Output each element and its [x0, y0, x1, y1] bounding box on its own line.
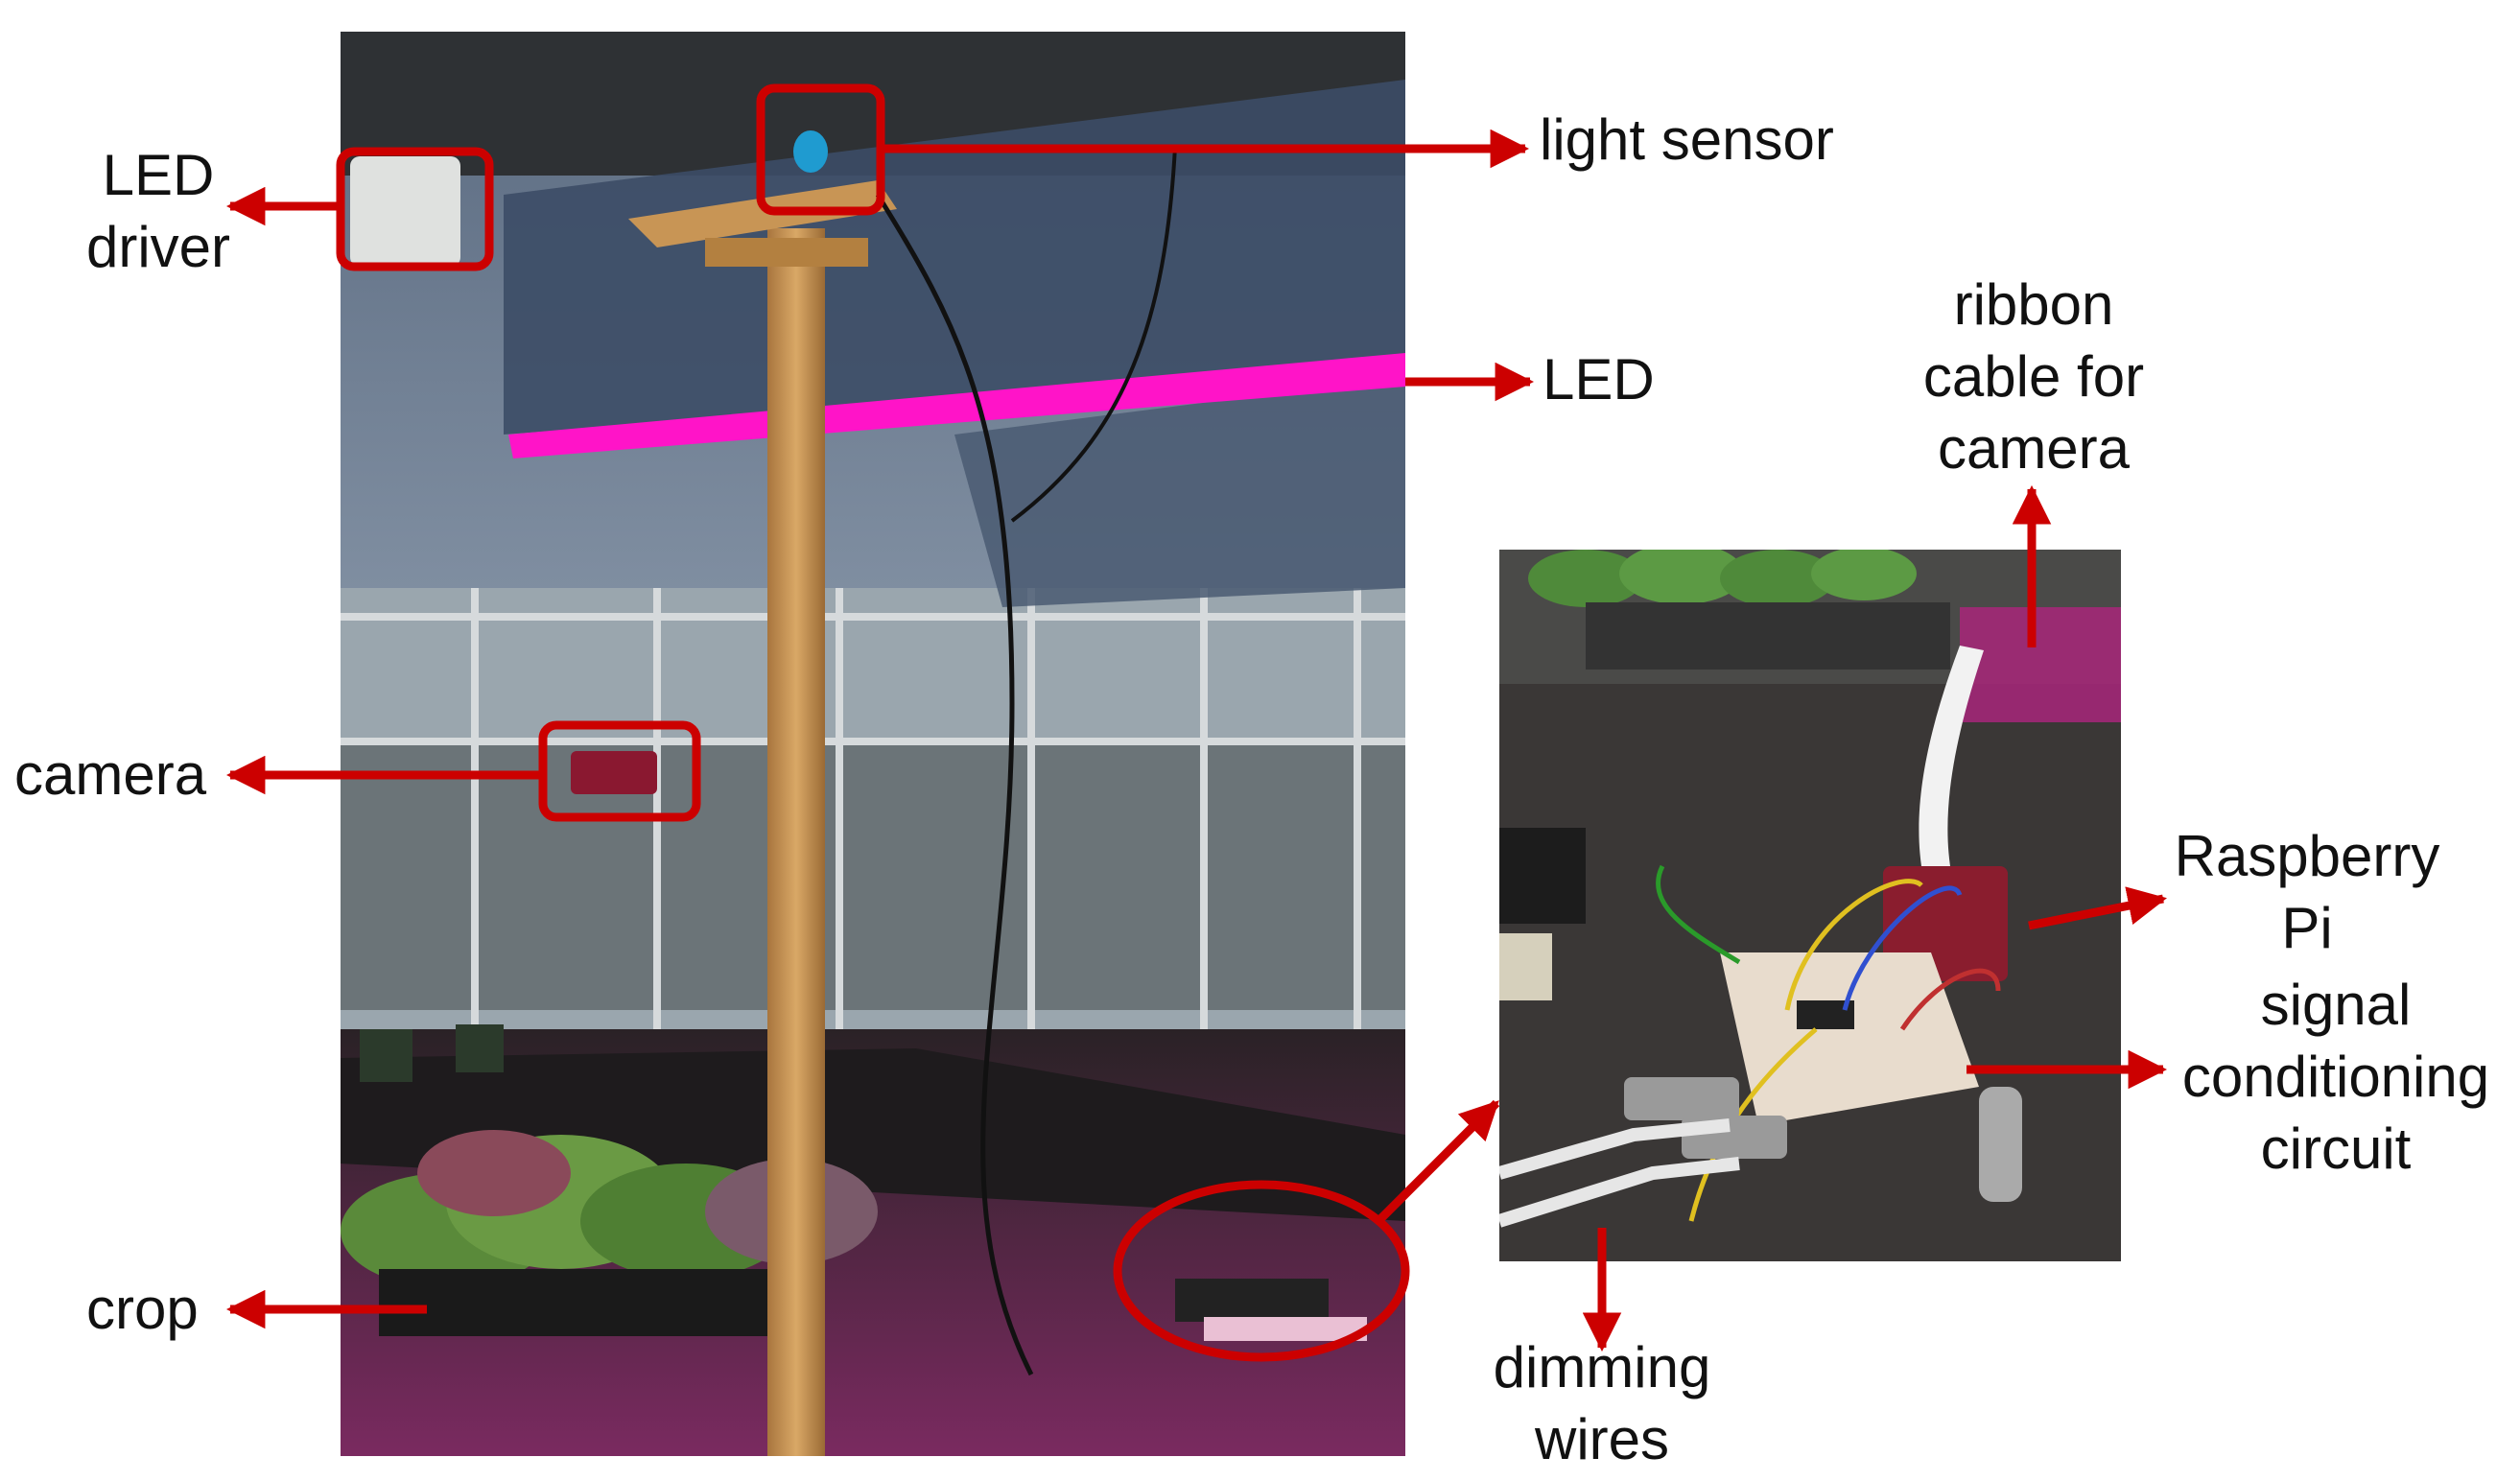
crop-plants — [341, 1130, 878, 1336]
shade-cloth — [504, 80, 1405, 435]
ribbon-cable-label-line2: cable for — [1922, 344, 2145, 409]
raspberry-pi-label: Raspberry Pi — [2163, 820, 2451, 964]
led-driver-label: LED driver — [86, 139, 230, 283]
dimming-wires-label-line2: wires — [1534, 1407, 1669, 1471]
light-sensor-label-text: light sensor — [1540, 107, 1834, 172]
camera-device — [571, 751, 657, 794]
led-strip — [508, 353, 1405, 458]
signal-conditioning-label-line3: circuit — [2260, 1117, 2412, 1181]
raspberry-pi-label-line1: Raspberry — [2174, 824, 2440, 888]
ribbon-cable-label-line3: camera — [1937, 416, 2131, 481]
greenhouse-frame — [341, 588, 1405, 1048]
led-label: LED — [1543, 343, 1677, 415]
ribbon-cable-label: ribbon cable for camera — [1904, 269, 2163, 484]
crop-label: crop — [86, 1273, 230, 1345]
wooden-post — [767, 228, 825, 1456]
camera-label: camera — [14, 739, 230, 811]
dimming-wires-label-line1: dimming — [1493, 1335, 1711, 1399]
ribbon-cable — [1919, 646, 1984, 866]
camera-label-text: camera — [14, 742, 207, 807]
greenhouse-photo — [341, 32, 1405, 1456]
led-label-text: LED — [1543, 347, 1655, 411]
signal-conditioning-label: signal conditioning circuit — [2168, 969, 2504, 1185]
led-driver-label-line2: driver — [86, 215, 231, 279]
raspberry-pi-label-line2: Pi — [2281, 896, 2333, 960]
led-driver-label-line1: LED — [102, 143, 215, 207]
light-sensor-label: light sensor — [1540, 104, 1856, 176]
signal-conditioning-label-line1: signal — [2260, 973, 2412, 1037]
greenhouse-scene — [341, 32, 1405, 1456]
dimming-wires-label: dimming wires — [1472, 1331, 1731, 1475]
crop-label-text: crop — [86, 1277, 199, 1341]
electronics-inset-photo — [1499, 550, 2121, 1261]
electronics-scene — [1499, 550, 2121, 1261]
signal-conditioning-label-line2: conditioning — [2181, 1045, 2490, 1109]
ribbon-cable-label-line1: ribbon — [1953, 272, 2114, 337]
light-sensor-dome — [793, 130, 828, 173]
led-driver-box — [350, 156, 460, 267]
breadboard-circuit — [1720, 952, 1979, 1125]
